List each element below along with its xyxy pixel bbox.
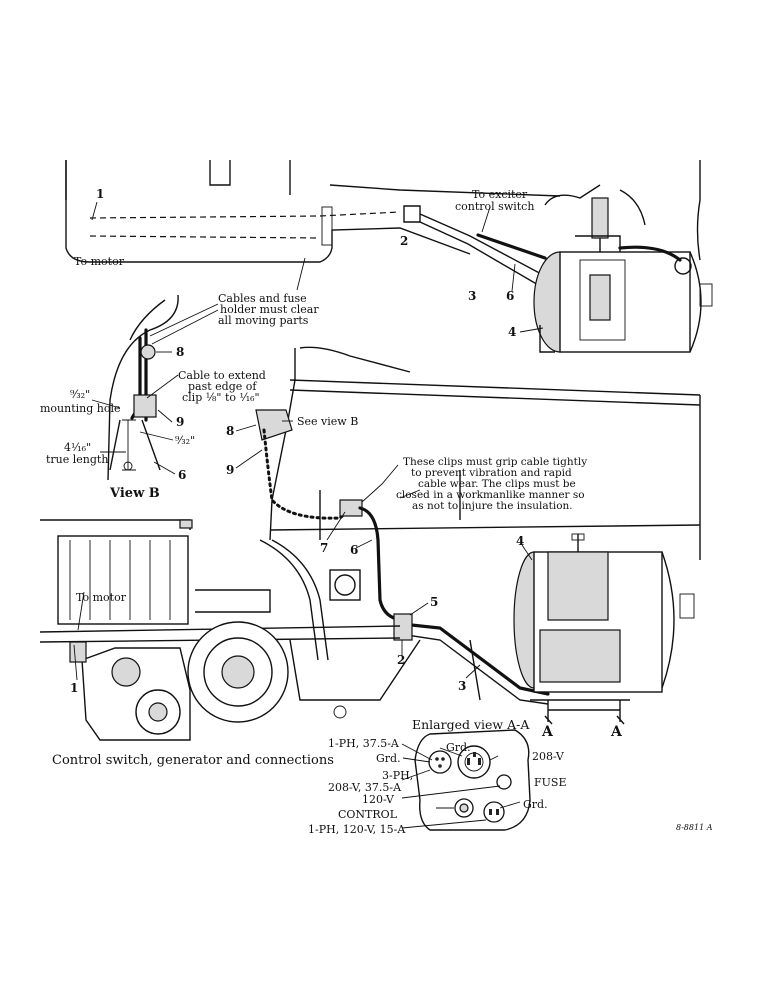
- callout-3-main: 3: [458, 679, 466, 693]
- cable-extend-line1: Cable to extend: [178, 369, 266, 382]
- leader-lines: [73, 201, 544, 829]
- see-view-b-label: See view B: [297, 415, 358, 428]
- exciter-label-line2: control switch: [455, 200, 534, 213]
- label-fuse: FUSE: [534, 776, 566, 789]
- cable-extend-line2: past edge of: [188, 380, 257, 393]
- view-b-title: View B: [109, 486, 160, 501]
- callout-9-main: 9: [226, 463, 234, 477]
- dim-9-32: ⁹⁄₃₂": [175, 434, 195, 447]
- main-view: [39, 346, 701, 741]
- label-3ph-line2: 208-V, 37.5-A: [328, 781, 402, 794]
- to-motor-label-main: To motor: [76, 591, 127, 604]
- labels: 1 To motor To exciter control switch 2 3…: [40, 187, 713, 836]
- label-3ph-line1: 3-PH,: [382, 769, 413, 782]
- cables-note-line1: Cables and fuse: [218, 292, 307, 305]
- view-b: [107, 294, 179, 481]
- callout-8-viewb: 8: [176, 345, 184, 359]
- section-mark-a-left: A: [541, 724, 554, 740]
- callout-7-main: 7: [320, 541, 328, 555]
- callout-1-main: 1: [70, 681, 78, 695]
- mounting-hole-label: mounting hole: [40, 402, 121, 415]
- callout-3-top: 3: [468, 289, 476, 303]
- callout-4-top: 4: [508, 325, 516, 339]
- true-length-label: true length: [46, 453, 108, 466]
- generator-main: [513, 533, 695, 701]
- callout-9-viewb: 9: [176, 415, 184, 429]
- clips-note-line3: cable wear. The clips must be: [418, 478, 576, 490]
- label-control: CONTROL: [338, 808, 398, 821]
- enlarged-view-title: Enlarged view A-A: [412, 717, 530, 732]
- top-view: [65, 160, 713, 353]
- exciter-label-line1: To exciter: [472, 188, 528, 201]
- callout-1-top: 1: [96, 187, 104, 201]
- label-1ph-375a: 1-PH, 37.5-A: [328, 737, 400, 750]
- callout-6-main: 6: [350, 543, 358, 557]
- callout-8-main: 8: [226, 424, 234, 438]
- to-motor-label-top: To motor: [74, 255, 125, 268]
- label-120v: 120-V: [362, 793, 395, 806]
- clips-note-line2: to prevent vibration and rapid: [411, 467, 572, 479]
- label-1ph-120v: 1-PH, 120-V, 15-A: [308, 823, 406, 836]
- clips-note-line4: closed in a workmanlike manner so: [396, 489, 585, 501]
- callout-4-main: 4: [516, 534, 524, 548]
- cables-note-line3: all moving parts: [218, 314, 309, 327]
- section-mark-a-right: A: [610, 724, 623, 740]
- callout-6-top: 6: [506, 289, 514, 303]
- callout-2-main: 2: [397, 653, 405, 667]
- label-208v: 208-V: [532, 750, 565, 763]
- cable-extend-line3: clip ⅛" to ¹⁄₁₆": [182, 391, 260, 404]
- callout-2-top: 2: [400, 234, 408, 248]
- clips-note-line5: as not to injure the insulation.: [412, 500, 573, 512]
- callout-6-viewb: 6: [178, 468, 186, 482]
- mounting-hole-dim: ⁹⁄₃₂": [70, 388, 90, 401]
- cables-note-line2: holder must clear: [220, 303, 319, 316]
- figure-title: Control switch, generator and connection…: [52, 753, 334, 768]
- true-length-dim: 4¹⁄₁₆": [64, 441, 91, 454]
- figure-code: 8-8811 A: [676, 823, 713, 832]
- label-grd-top: Grd.: [446, 741, 471, 754]
- label-grd-left: Grd.: [376, 752, 401, 765]
- callout-5-main: 5: [430, 595, 438, 609]
- generator-top: [533, 197, 713, 353]
- clips-note-line1: These clips must grip cable tightly: [403, 456, 587, 468]
- enlarged-view-a-a: [414, 729, 531, 831]
- label-grd-right: Grd.: [523, 798, 548, 811]
